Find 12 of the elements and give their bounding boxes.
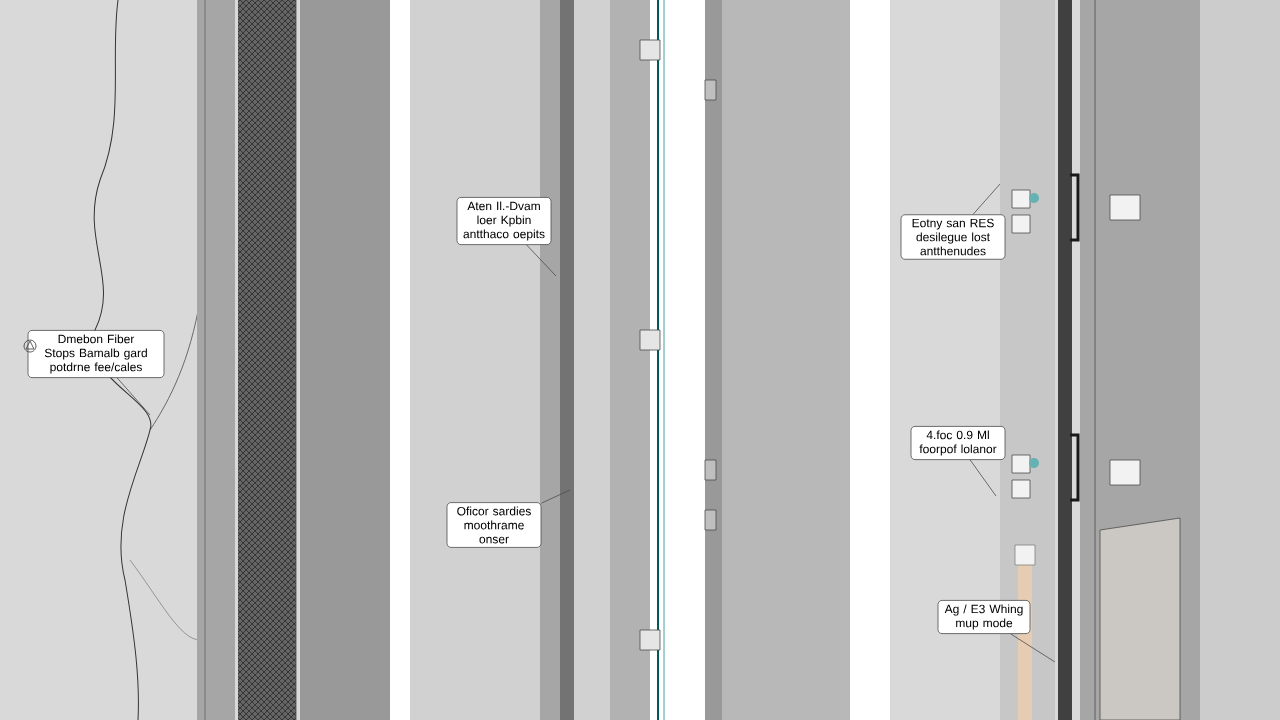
leader-line: [969, 459, 997, 497]
leader-line: [1010, 633, 1056, 663]
callout-box: 4.foc 0.9 Ml foorpof lolanor: [910, 426, 1006, 460]
leader-line: [526, 244, 557, 277]
callout-box: Aten Il.-Dvam loer Kpbin antthaco oepits: [456, 197, 552, 245]
callout-box: Ag / E3 Whing mup mode: [937, 600, 1031, 634]
leader-line: [972, 183, 1001, 215]
leader-line: [116, 377, 151, 416]
callout-box: Oficor sardies moothrame onser: [446, 502, 542, 548]
callout-box: Dmebon Fiber Stops Bamalb gard potdrne fee/cales: [27, 330, 165, 378]
callout-box: Eotny san RES desilegue lost antthenudes: [900, 214, 1006, 260]
leader-line: [541, 489, 571, 504]
